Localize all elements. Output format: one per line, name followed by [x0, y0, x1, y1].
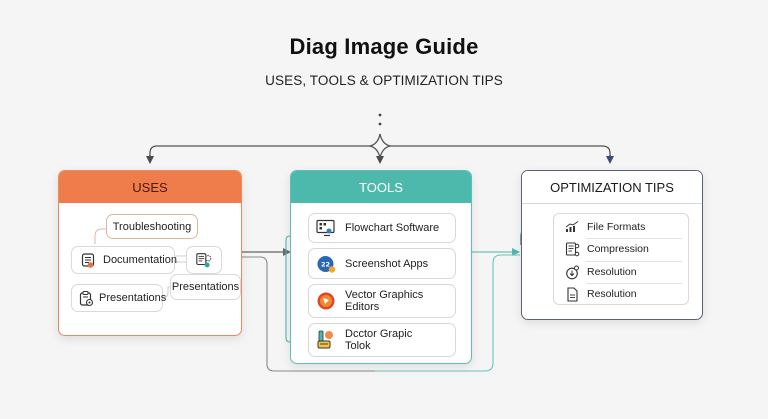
vector-graphics-label: Vector Graphics Editors	[345, 289, 423, 313]
opt-item-compression[interactable]: Compression	[564, 238, 682, 260]
vector-graphics-label-line2: Editors	[345, 301, 380, 313]
tool-item-flowchart-software[interactable]: Flowchart Software	[308, 213, 456, 243]
opt-item-resolution-timer[interactable]: Resolution	[564, 261, 682, 283]
tool-item-vector-graphics-editors[interactable]: Vector Graphics Editors	[308, 284, 456, 318]
doctor-graphic-tool-icon	[315, 329, 337, 351]
presentations-right-label: Presentations	[171, 281, 240, 293]
tools-header: TOOLS	[291, 171, 471, 203]
compression-label: Compression	[587, 243, 649, 255]
tool-item-screenshot-apps[interactable]: 22 Screenshot Apps	[308, 248, 456, 279]
uses-item-documentation[interactable]: Documentation	[71, 246, 177, 274]
document-badge-icon	[80, 251, 97, 269]
documentation-label: Documentation	[103, 254, 177, 266]
uses-item-presentations-right[interactable]: Presentations	[170, 274, 241, 300]
presentations-label: Presentations	[99, 292, 167, 304]
uses-header: USES	[59, 171, 241, 203]
document-settings-icon	[564, 241, 580, 257]
resolution-label-2: Resolution	[587, 288, 637, 300]
vector-graphics-label-line1: Vector Graphics	[345, 289, 424, 301]
troubleshooting-label: Troubleshooting	[112, 220, 192, 233]
document-gear-icon	[195, 251, 213, 269]
vector-pen-icon	[315, 290, 337, 312]
optimization-header: OPTIMIZATION TIPS	[522, 171, 702, 204]
tool-item-doctor-graphic-tool[interactable]: Dcctor Grapic Tolok	[308, 323, 456, 357]
chart-growth-icon	[564, 219, 580, 235]
file-icon	[564, 286, 580, 302]
uses-item-presentations[interactable]: Presentations	[71, 284, 167, 312]
optimization-list: File Formats Compression Resolution	[553, 213, 689, 305]
screenshot-app-icon: 22	[315, 253, 337, 275]
clipboard-gear-icon	[78, 289, 95, 307]
opt-divider	[586, 238, 682, 239]
doctor-graphic-label-line2: Tolok	[345, 340, 371, 352]
uses-item-gear-doc[interactable]	[186, 246, 222, 274]
flowchart-monitor-icon	[315, 217, 337, 239]
page-subtitle: USES, TOOLS & OPTIMIZATION TIPS	[265, 73, 503, 88]
opt-item-resolution-file[interactable]: Resolution	[564, 283, 682, 305]
screenshot-apps-label: Screenshot Apps	[345, 257, 429, 270]
flowchart-software-label: Flowchart Software	[345, 222, 440, 234]
file-formats-label: File Formats	[587, 221, 646, 233]
resolution-label-1: Resolution	[587, 266, 637, 278]
doctor-graphic-label: Dcctor Grapic Tolok	[345, 328, 412, 352]
page-title: Diag Image Guide	[289, 34, 479, 59]
opt-item-file-formats[interactable]: File Formats	[564, 216, 682, 238]
opt-divider	[586, 261, 682, 262]
opt-divider	[586, 283, 682, 284]
doctor-graphic-label-line1: Dcctor Grapic	[345, 328, 413, 340]
timer-download-icon	[564, 264, 580, 280]
uses-item-troubleshooting[interactable]: Troubleshooting	[106, 214, 198, 239]
svg-text:22: 22	[321, 260, 330, 268]
